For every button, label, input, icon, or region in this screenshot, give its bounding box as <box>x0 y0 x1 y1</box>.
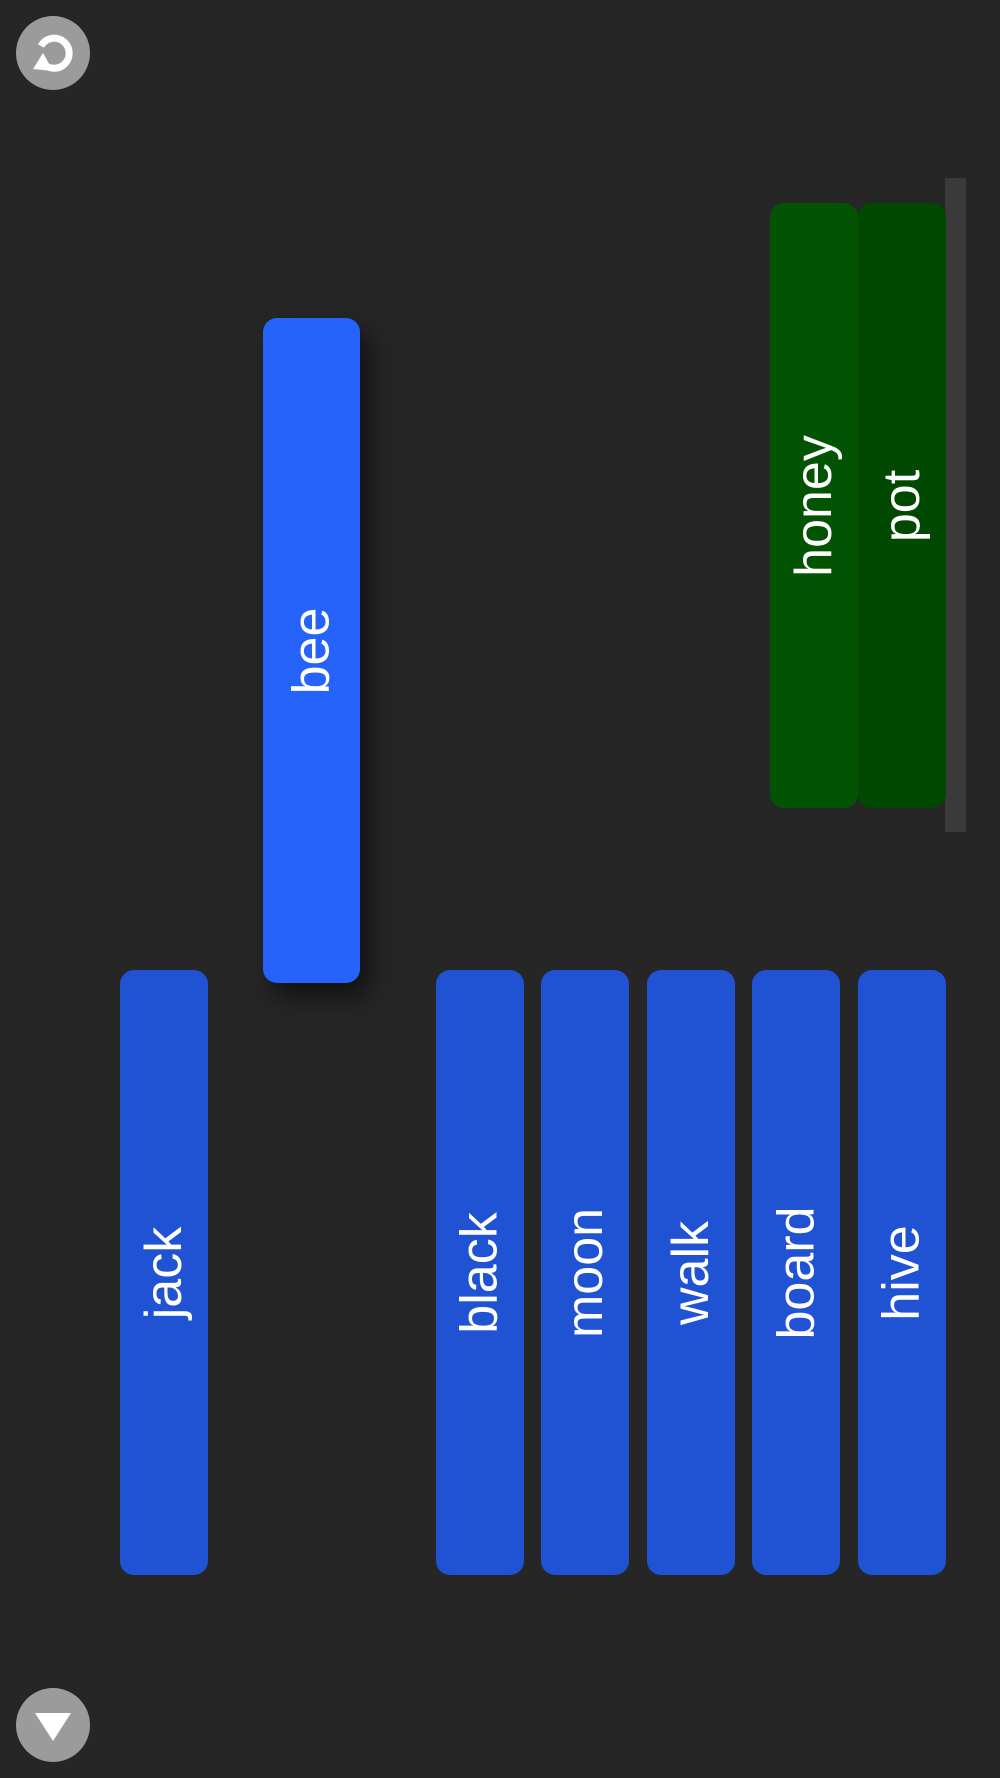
tile-label: walk <box>662 1220 720 1325</box>
down-triangle-icon <box>31 1703 75 1747</box>
restart-button[interactable] <box>16 16 90 90</box>
word-tile[interactable]: hive <box>858 970 946 1575</box>
tile-label: board <box>767 1206 825 1339</box>
solved-word-tile: honey <box>770 203 858 808</box>
word-tile-active[interactable]: bee <box>263 318 360 983</box>
word-tile[interactable]: board <box>752 970 840 1575</box>
tile-label: hive <box>873 1224 931 1321</box>
tile-label: honey <box>785 434 843 577</box>
drop-down-button[interactable] <box>16 1688 90 1762</box>
tile-label: black <box>451 1211 509 1334</box>
word-tile[interactable]: jack <box>120 970 208 1575</box>
tile-label: jack <box>135 1226 194 1319</box>
solved-word-tile: pot <box>858 203 946 808</box>
solved-group-rail <box>945 178 966 832</box>
word-tile[interactable]: moon <box>541 970 629 1575</box>
tile-label: bee <box>282 607 341 694</box>
word-tile[interactable]: black <box>436 970 524 1575</box>
word-tile[interactable]: walk <box>647 970 735 1575</box>
tile-label: pot <box>872 469 931 542</box>
restart-icon <box>29 29 77 77</box>
tile-label: moon <box>556 1207 615 1338</box>
